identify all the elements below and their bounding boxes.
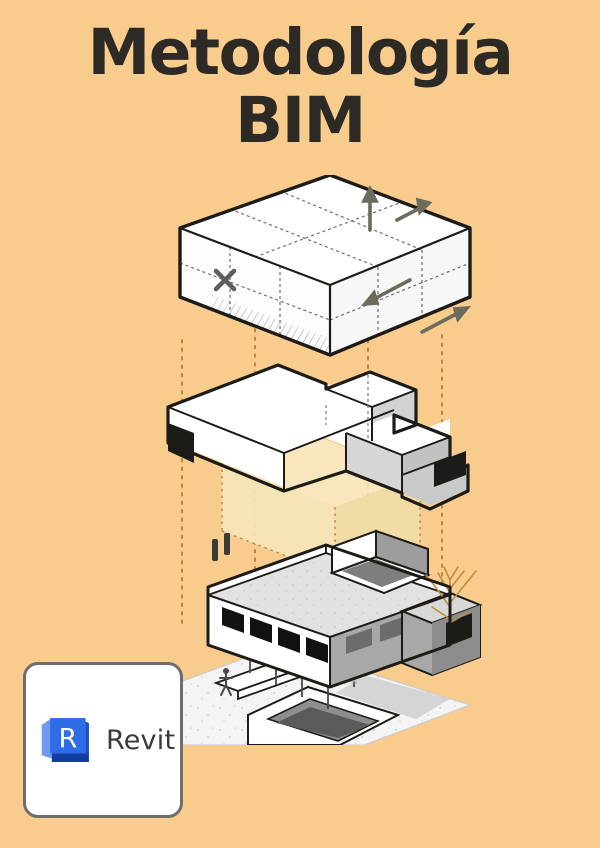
title-line-secondary: BIM	[235, 83, 366, 157]
sunken-pool	[247, 685, 401, 745]
ribbon-windows	[222, 607, 328, 663]
exploded-axonometric-illustration	[150, 175, 510, 745]
layer-volume-massing	[166, 363, 470, 576]
svg-text:R: R	[58, 724, 77, 755]
human-figure	[219, 668, 233, 696]
roof-chimneys	[212, 533, 230, 561]
layer-building-model	[171, 529, 483, 745]
revit-label: Revit	[106, 724, 176, 756]
title-line-primary: Metodología	[87, 16, 514, 89]
x-mark-icon	[213, 268, 237, 292]
roof-solarium	[329, 529, 431, 595]
revit-software-badge[interactable]: R Revit	[23, 662, 183, 818]
axis-arrow-markers	[360, 184, 472, 334]
ribbon-windows-right	[346, 616, 406, 654]
revit-logo: R	[41, 718, 89, 762]
layer-volume-envelope	[178, 175, 472, 357]
page-title: Metodología BIM	[0, 16, 600, 157]
